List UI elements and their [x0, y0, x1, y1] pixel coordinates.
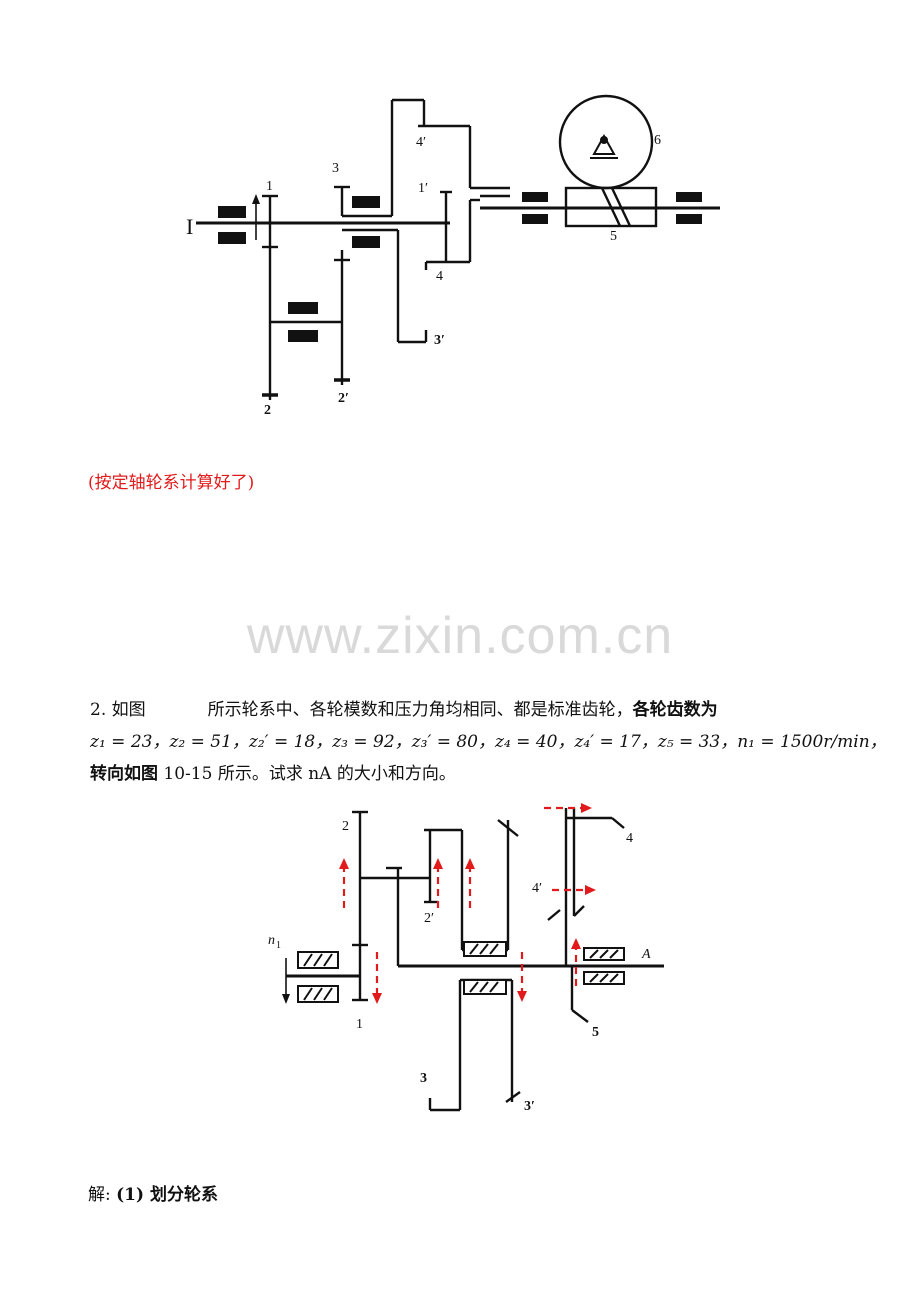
fig2-gear-4-label: 4 — [626, 831, 633, 846]
problem-line3-bold: 转向如图 — [90, 764, 158, 784]
problem-number: 2. 如图 — [90, 700, 146, 720]
gear-1p-label: 1′ — [418, 181, 428, 196]
problem-line-2: z₁ = 23，z₂ = 51，z₂′ = 18，z₃ = 92，z₃′ = 8… — [90, 732, 887, 752]
gear-1-label: 1 — [266, 179, 273, 194]
solution-prefix: 解: — [88, 1185, 117, 1205]
fig2-gear-2-label: 2 — [342, 819, 349, 834]
gear-2p-label: 2′ — [338, 391, 349, 406]
gear-6-label: 6 — [654, 133, 661, 148]
fig2-gear-3-label: 3 — [420, 1071, 427, 1086]
fig2-n1-label: n — [268, 933, 275, 948]
rotation-arrows — [342, 806, 588, 996]
solution-heading: 解: (1) 划分轮系 — [88, 1180, 218, 1205]
gear-train-figure-2: 2 2′ n 1 1 3 3′ 4 4′ 5 A — [268, 803, 664, 1114]
fig2-n1-sub: 1 — [276, 940, 281, 951]
fig2-gear-5-label: 5 — [592, 1025, 599, 1040]
fig2-gear-1-label: 1 — [356, 1017, 363, 1032]
fig2-gear-3p-label: 3′ — [524, 1099, 535, 1114]
gear-5-label: 5 — [610, 229, 617, 244]
solution-step: (1) 划分轮系 — [116, 1185, 218, 1205]
problem-line1-bold: 各轮齿数为 — [632, 700, 718, 720]
gear-3-label: 3 — [332, 161, 339, 176]
gear-4p-label: 4′ — [416, 135, 426, 150]
gear-2-label: 2 — [264, 403, 271, 418]
problem-statement: 2. 如图 所示轮系中、各轮模数和压力角均相同、都是标准齿轮，各轮齿数为 z₁ =… — [90, 694, 887, 790]
note-text: (按定轴轮系计算好了) — [88, 473, 255, 493]
gear-3p-label: 3′ — [434, 333, 445, 348]
fig2-shaft-A-label: A — [641, 947, 651, 962]
watermark: www.zixin.com.cn — [246, 607, 674, 665]
gear-train-figure-1: I 1 3 1′ 4′ 4 3′ 2 2′ 5 6 — [186, 94, 720, 418]
problem-line-3: 转向如图 10-15 所示。试求 nA 的大小和方向。 — [90, 758, 830, 790]
fig2-gear-2p-label: 2′ — [424, 911, 434, 926]
problem-line1-text: 所示轮系中、各轮模数和压力角均相同、都是标准齿轮， — [207, 700, 633, 720]
problem-line-1: 2. 如图 所示轮系中、各轮模数和压力角均相同、都是标准齿轮，各轮齿数为 — [90, 694, 830, 726]
shaft-I-label: I — [186, 214, 193, 239]
gear-4-label: 4 — [436, 269, 443, 284]
cut-off-caption — [420, 664, 500, 670]
fig2-gear-4p-label: 4′ — [532, 881, 542, 896]
problem-line3-text: 10-15 所示。试求 nA 的大小和方向。 — [158, 764, 456, 784]
